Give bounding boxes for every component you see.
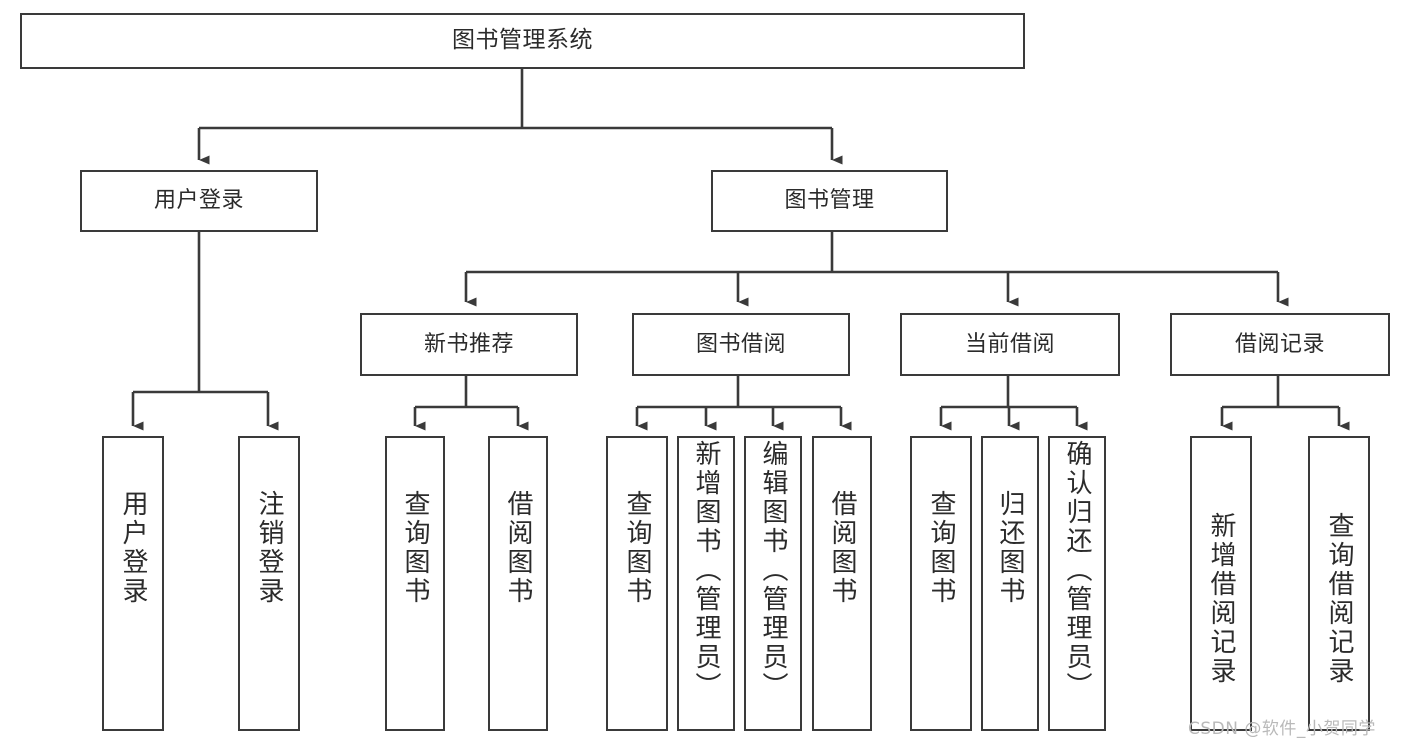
node-book-management[interactable]: 图书管理 [711, 170, 948, 232]
leaf-edit-book-admin[interactable]: 编辑图书（管理员） [744, 436, 802, 731]
leaf-query-book-borrow[interactable]: 查询图书 [606, 436, 668, 731]
node-new-book-recommend[interactable]: 新书推荐 [360, 313, 578, 376]
node-label: 图书管理 [784, 188, 875, 214]
node-label: 查询图书 [622, 490, 652, 606]
node-label: 查询图书 [400, 490, 430, 606]
node-current-borrow[interactable]: 当前借阅 [900, 313, 1120, 376]
node-label: 用户登录 [153, 188, 244, 214]
node-label: 新书推荐 [423, 331, 514, 357]
leaf-add-book-admin[interactable]: 新增图书（管理员） [677, 436, 735, 731]
node-label: 借阅图书 [827, 490, 857, 606]
node-label: 归还图书 [995, 490, 1025, 606]
node-label: 新增借阅记录 [1206, 512, 1236, 686]
leaf-borrow-book-recommend[interactable]: 借阅图书 [488, 436, 548, 731]
node-label: 查询借阅记录 [1324, 512, 1354, 686]
leaf-user-logout[interactable]: 注销登录 [238, 436, 300, 731]
leaf-query-borrow-record[interactable]: 查询借阅记录 [1308, 436, 1370, 731]
node-label: 新增图书（管理员） [691, 440, 721, 701]
leaf-borrow-book[interactable]: 借阅图书 [812, 436, 872, 731]
leaf-query-book-recommend[interactable]: 查询图书 [385, 436, 445, 731]
leaf-query-book-current[interactable]: 查询图书 [910, 436, 972, 731]
node-root-system[interactable]: 图书管理系统 [20, 13, 1025, 69]
node-user-login[interactable]: 用户登录 [80, 170, 318, 232]
node-label: 当前借阅 [964, 331, 1055, 357]
node-label: 借阅记录 [1234, 331, 1325, 357]
node-label: 用户登录 [118, 490, 148, 606]
node-borrow-record[interactable]: 借阅记录 [1170, 313, 1390, 376]
node-label: 图书管理系统 [452, 27, 593, 54]
node-label: 图书借阅 [695, 331, 786, 357]
leaf-add-borrow-record[interactable]: 新增借阅记录 [1190, 436, 1252, 731]
node-label: 借阅图书 [503, 490, 533, 606]
leaf-return-book[interactable]: 归还图书 [981, 436, 1039, 731]
node-book-borrow[interactable]: 图书借阅 [632, 313, 850, 376]
node-label: 编辑图书（管理员） [758, 440, 788, 701]
leaf-confirm-return-admin[interactable]: 确认归还（管理员） [1048, 436, 1106, 731]
node-label: 查询图书 [926, 490, 956, 606]
leaf-user-login[interactable]: 用户登录 [102, 436, 164, 731]
node-label: 注销登录 [254, 490, 284, 606]
node-label: 确认归还（管理员） [1062, 440, 1092, 701]
watermark: CSDN @软件_小贺同学 [1188, 719, 1376, 739]
